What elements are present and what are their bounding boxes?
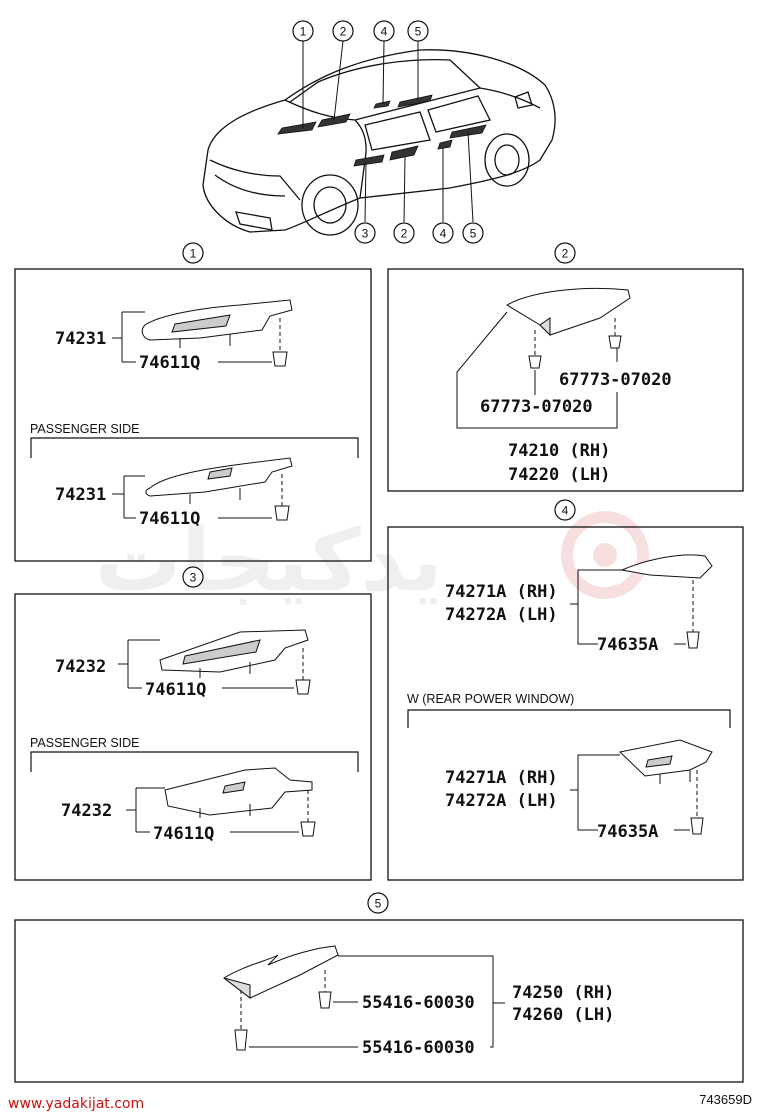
callout-3-bottom: 3 [354,222,376,244]
svg-text:5: 5 [375,897,382,911]
trim-74271a [620,554,713,579]
part-number-74220-lh: 74220 (LH) [508,465,610,485]
callout-4-top: 4 [373,20,395,42]
svg-text:4: 4 [440,227,447,241]
section-2: 2 67773-07020 67773-07020 74210 (RH) 742… [387,242,744,492]
part-number-74232-passenger: 74232 [61,801,112,821]
car-leader-lines [302,40,474,223]
trim-74210 [506,287,631,337]
section-3-box [14,593,372,881]
svg-text:1: 1 [300,25,307,39]
section-1-box [14,268,372,562]
part-number-74210-rh: 74210 (RH) [508,441,610,461]
switch-74232-passenger [164,767,313,818]
section-4: 4 74271A (RH) 74272A (LH) 74635A W (REAR… [387,499,744,881]
part-number-74260-lh: 74260 (LH) [512,1005,614,1025]
svg-text:2: 2 [401,227,408,241]
callout-2-section: 2 [554,242,576,264]
passenger-side-label-3: PASSENGER SIDE [30,736,140,750]
callout-2-bottom: 2 [393,222,415,244]
part-number-74635a-power: 74635A [597,822,658,842]
switch-74231-passenger [145,457,293,504]
section-3: 3 74232 74611Q PASSENGER SIDE 74232 7 [14,566,372,881]
switch-74231-driver [141,299,293,348]
svg-text:3: 3 [362,227,369,241]
part-number-74611q-3: 74611Q [145,680,206,700]
section-2-box [387,268,744,492]
part-number-74272a-lh: 74272A (LH) [445,605,558,625]
svg-text:3: 3 [190,571,197,585]
part-number-74271a-rh-power: 74271A (RH) [445,768,558,788]
callout-4-section: 4 [554,499,576,521]
callout-1-section: 1 [182,242,204,264]
part-number-74635a: 74635A [597,635,658,655]
svg-text:5: 5 [415,25,422,39]
section-5: 5 55416-60030 55416-60030 74250 (RH) 742… [14,892,744,1083]
callout-5-bottom: 5 [462,222,484,244]
variant-label: W (REAR POWER WINDOW) [407,692,574,706]
svg-text:2: 2 [562,247,569,261]
part-number-74272a-lh-power: 74272A (LH) [445,791,558,811]
part-number-67773-07020-b: 67773-07020 [480,397,593,417]
switch-74232-driver [159,629,309,678]
car-part-markers [277,94,487,167]
passenger-side-label: PASSENGER SIDE [30,422,140,436]
part-number-67773-07020-a: 67773-07020 [559,370,672,390]
callout-1-top: 1 [292,20,314,42]
section-4-box [387,526,744,881]
trim-74250 [223,945,339,1000]
svg-text:1: 1 [190,247,197,261]
callout-4-bottom: 4 [432,222,454,244]
svg-text:5: 5 [470,227,477,241]
section-5-box [14,919,744,1083]
car-callouts: 1 2 4 5 3 2 4 5 [292,20,484,244]
svg-text:2: 2 [340,25,347,39]
part-number-55416-60030-a: 55416-60030 [362,993,475,1013]
diagram-id: 743659D [699,1092,752,1107]
watermark-url: www.yadakijat.com [8,1096,144,1112]
svg-text:4: 4 [381,25,388,39]
part-number-74611q: 74611Q [139,353,200,373]
car-overview-illustration [202,49,556,236]
part-number-74250-rh: 74250 (RH) [512,983,614,1003]
callout-3-section: 3 [182,566,204,588]
callout-5-section: 5 [367,892,389,914]
part-number-74611q-passenger: 74611Q [139,509,200,529]
clip-icon [274,505,290,521]
part-number-74231-passenger: 74231 [55,485,106,505]
part-number-74232: 74232 [55,657,106,677]
part-number-74611q-3p: 74611Q [153,824,214,844]
part-number-74271a-rh: 74271A (RH) [445,582,558,602]
trim-74271a-power [618,739,713,784]
part-number-74231: 74231 [55,329,106,349]
section-1: 1 74231 74611Q PASSENGER SIDE 7 [14,242,372,562]
svg-text:4: 4 [562,504,569,518]
callout-2-top: 2 [332,20,354,42]
part-number-55416-60030-b: 55416-60030 [362,1038,475,1058]
callout-5-top: 5 [407,20,429,42]
clip-icon [272,351,288,367]
